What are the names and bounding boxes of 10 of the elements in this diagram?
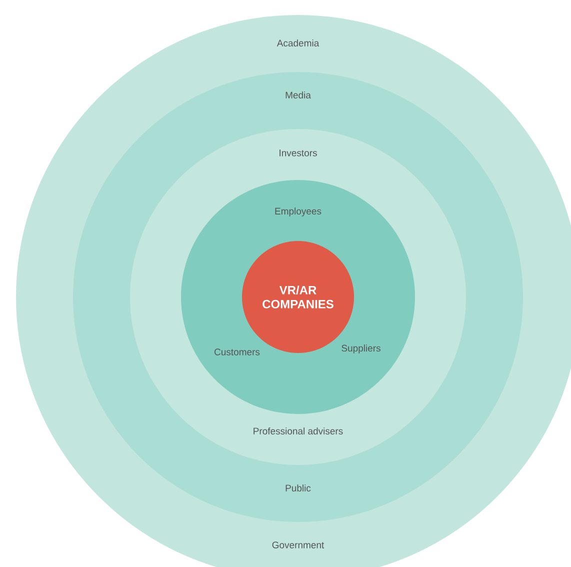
- ring-label: Investors: [280, 150, 317, 156]
- ring-label: Suppliers: [342, 344, 380, 354]
- ring-label: Government: [272, 542, 324, 548]
- ring-label: Employees: [275, 208, 322, 216]
- ring-label: Customers: [214, 348, 260, 356]
- center-label: VR/AR COMPANIES: [262, 286, 334, 308]
- ring-label: Public: [286, 484, 311, 492]
- ring-label: Academia: [276, 40, 320, 46]
- ring-label: Media: [286, 92, 311, 98]
- ring-label: Professional advisers: [254, 428, 343, 434]
